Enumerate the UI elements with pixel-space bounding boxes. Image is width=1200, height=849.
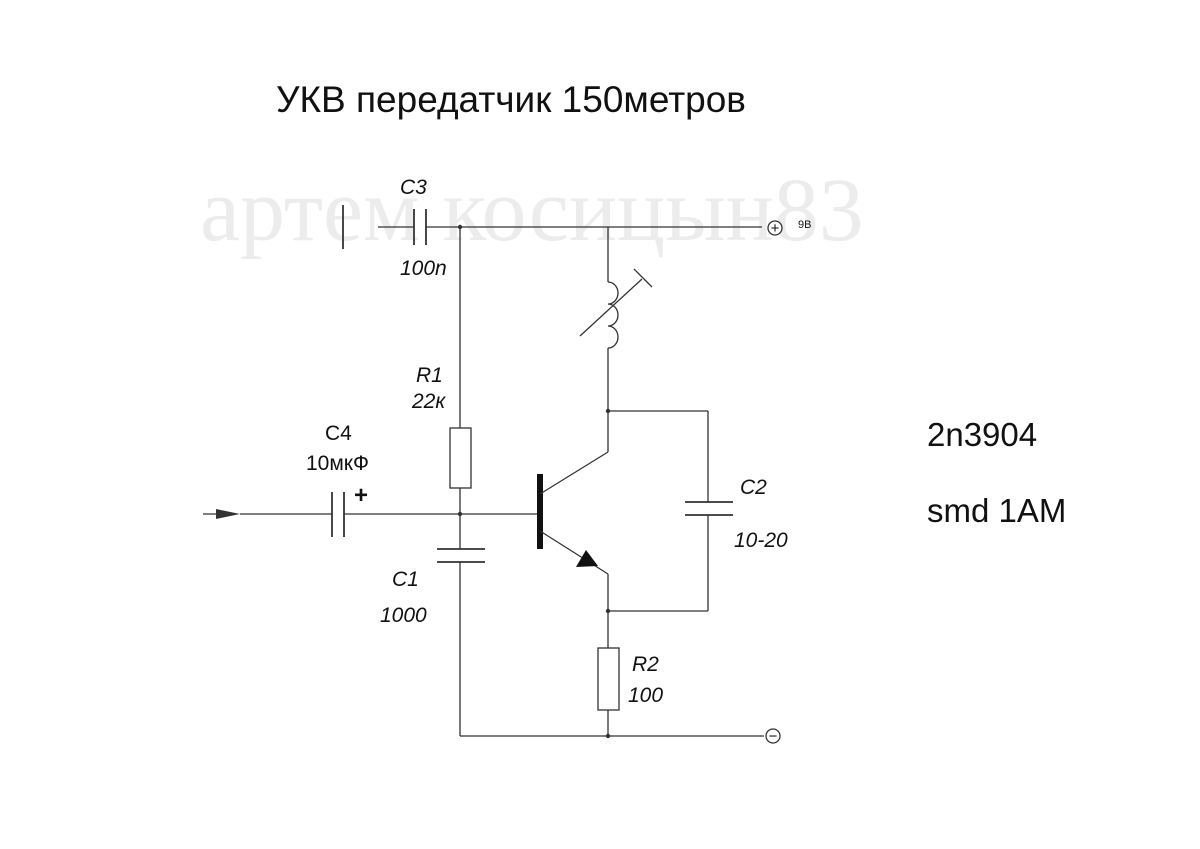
c1-value-label: 1000: [380, 604, 427, 627]
c4-polarity-plus: +: [354, 482, 368, 509]
watermark-text: артем косицын83: [200, 161, 864, 260]
c3-capacitor: [413, 209, 427, 245]
transistor-model-label: 2n3904: [927, 416, 1037, 453]
npn-transistor-icon: [537, 451, 609, 575]
r1-name-label: R1: [416, 364, 443, 387]
c4-name-label: C4: [325, 422, 352, 445]
r2-resistor: [597, 647, 620, 711]
svg-text:+: +: [771, 220, 780, 237]
c2-capacitor: [685, 501, 733, 516]
c1-capacitor: [437, 548, 485, 563]
r1-resistor: [449, 427, 472, 489]
svg-text:−: −: [769, 728, 778, 745]
c3-value-label: 100n: [400, 257, 447, 280]
smd-marking-label: smd 1AM: [927, 492, 1066, 529]
r2-value-label: 100: [628, 684, 663, 707]
positive-terminal: +: [767, 220, 783, 237]
c4-capacitor: [331, 492, 345, 537]
schematic-title: УКВ передатчик 150метров: [276, 79, 746, 120]
c1-name-label: C1: [392, 568, 419, 591]
c2-value-label: 10-20: [734, 529, 788, 552]
supply-voltage-label: 9В: [798, 219, 811, 231]
c2-name-label: C2: [740, 476, 767, 499]
c4-value-label: 10мкФ: [306, 452, 369, 475]
variable-inductor-icon: [579, 268, 653, 349]
negative-terminal: −: [765, 728, 781, 745]
input-arrow-icon: [203, 509, 240, 519]
c3-name-label: C3: [400, 176, 427, 199]
r2-name-label: R2: [632, 653, 659, 676]
r1-value-label: 22к: [411, 390, 446, 413]
